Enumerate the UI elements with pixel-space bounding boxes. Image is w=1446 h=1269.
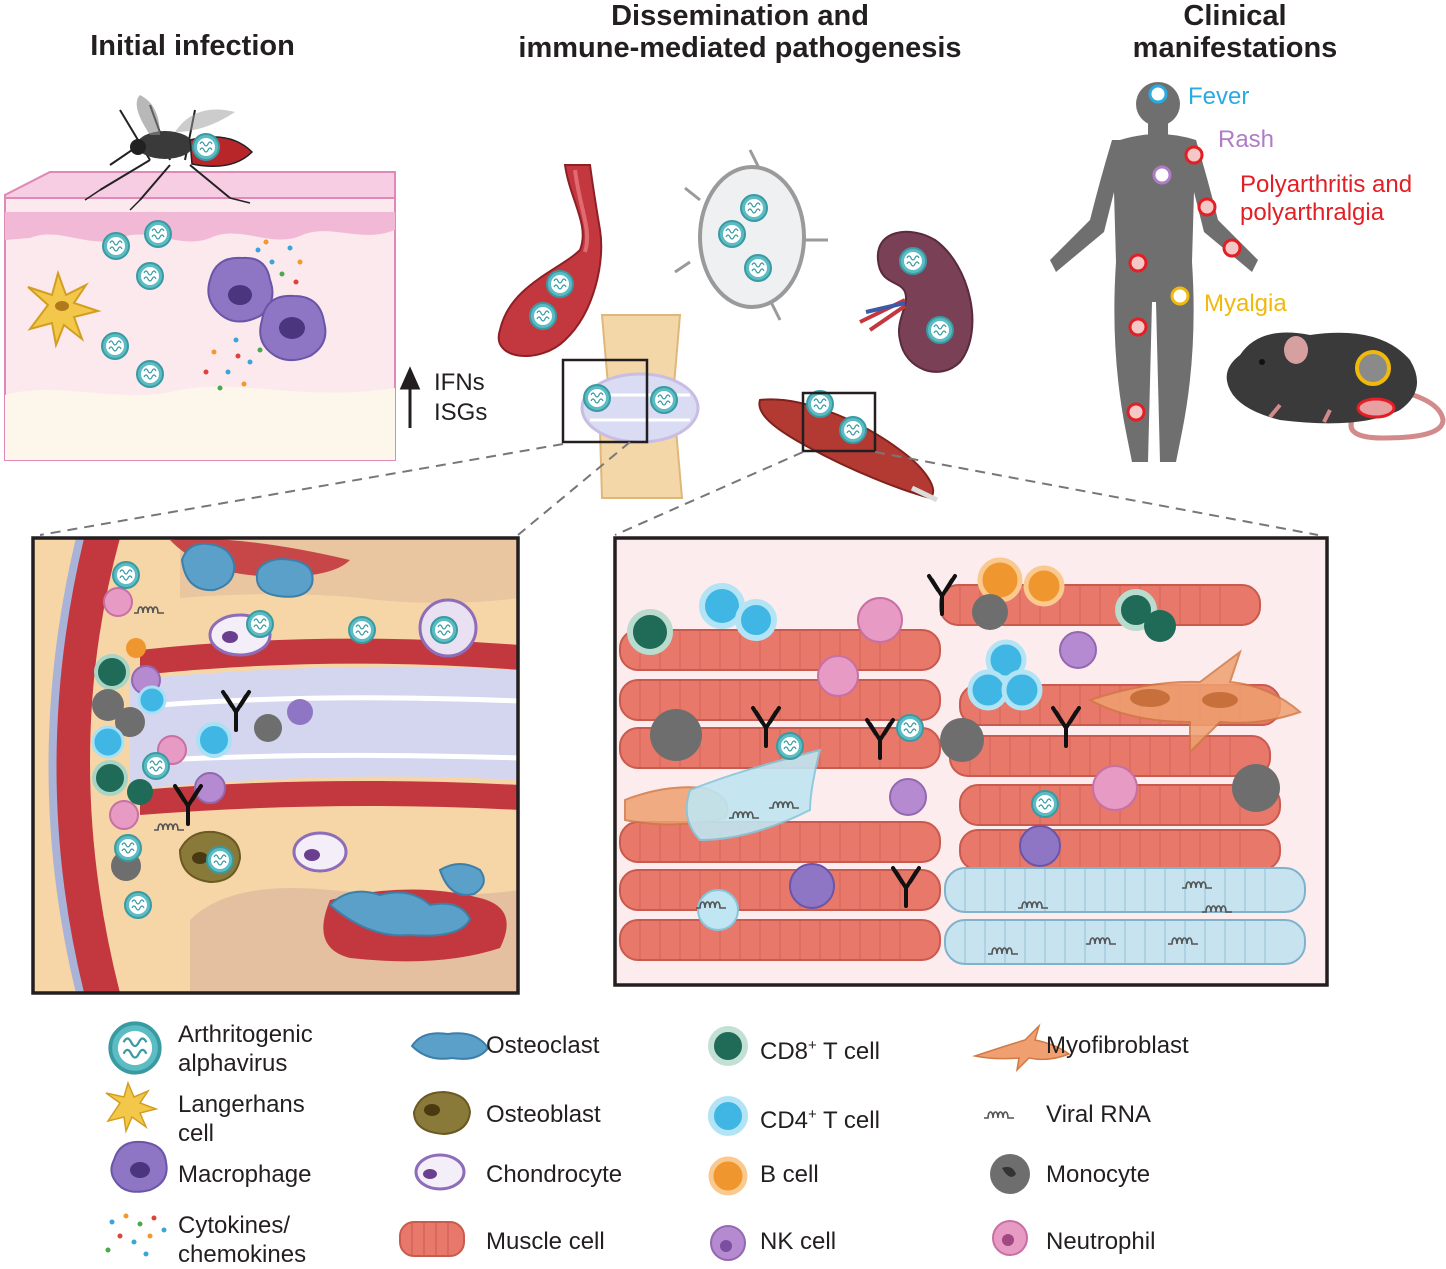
upregulation-arrow (399, 366, 421, 428)
legend-viral-rna: Viral RNA (1046, 1101, 1151, 1128)
legend-neutrophil: Neutrophil (1046, 1228, 1156, 1255)
legend-icons (105, 1021, 1071, 1261)
muscle-detail-panel (613, 536, 1329, 987)
joint-detail-panel (31, 536, 520, 995)
legend-macrophage: Macrophage (178, 1161, 312, 1188)
joint-zoom-box (561, 358, 649, 444)
legend-nk-cell: NK cell (760, 1228, 837, 1255)
muscle-icon (758, 390, 939, 503)
legend-cytokines: Cytokines/ chemokines (178, 1212, 307, 1268)
legend-alphavirus: Arthritogenic alphavirus (178, 1021, 313, 1077)
legend-chondrocyte: Chondrocyte (486, 1161, 623, 1188)
legend-muscle-cell: Muscle cell (486, 1228, 605, 1255)
heading-initial-infection: Initial infection (90, 30, 295, 62)
legend-myofibroblast: Myofibroblast (1046, 1032, 1189, 1059)
joint-icon (561, 314, 700, 499)
legend-cd8-t-cell: CD8+ T cell (760, 1037, 880, 1065)
legend-osteoblast: Osteoblast (486, 1101, 601, 1128)
mouse-icon (1226, 332, 1446, 441)
symptom-rash: Rash (1218, 126, 1275, 153)
kidney-icon (859, 230, 974, 373)
legend-langerhans-cell: Langerhans cell (178, 1091, 305, 1147)
human-body-icon (1050, 82, 1258, 462)
symptom-myalgia: Myalgia (1204, 290, 1287, 317)
heading-dissemination: Dissemination and immune-mediated pathog… (518, 0, 962, 64)
skin-section (4, 171, 396, 461)
symptom-fever: Fever (1188, 83, 1250, 110)
legend-monocyte: Monocyte (1046, 1161, 1151, 1188)
legend-cd4-t-cell: CD4+ T cell (760, 1106, 880, 1134)
symptom-polyarthritis: Polyarthritis and polyarthralgia (1240, 171, 1413, 226)
heading-clinical-manifestations: Clinical manifestations (1132, 0, 1338, 64)
legend-b-cell: B cell (760, 1161, 819, 1188)
legend-osteoclast: Osteoclast (486, 1032, 600, 1059)
lymph-node-icon (674, 149, 828, 321)
muscle-zoom-box (801, 391, 877, 453)
mosquito-icon (84, 95, 254, 211)
blood-vessel-icon (497, 164, 603, 357)
ifn-isg-label: IFNs ISGs (434, 369, 488, 426)
